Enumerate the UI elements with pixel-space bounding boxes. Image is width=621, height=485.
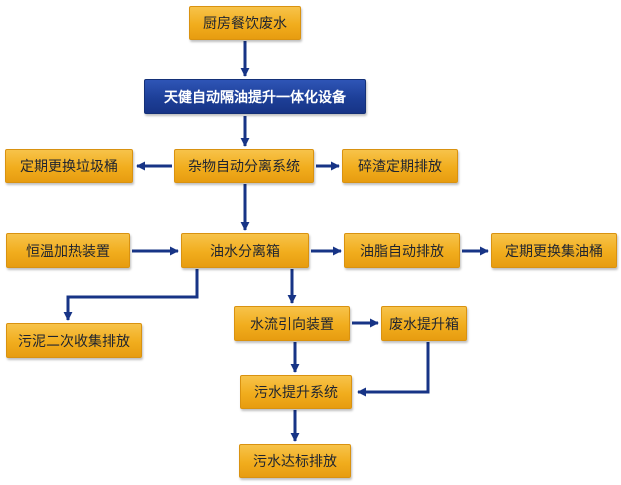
sundries-separation-node: 杂物自动分离系统 bbox=[174, 149, 314, 183]
wastewater-lift-tank-node: 废水提升箱 bbox=[381, 306, 467, 341]
periodic-bin-change-node: 定期更换垃圾桶 bbox=[5, 149, 133, 183]
sludge-discharge-node: 污泥二次收集排放 bbox=[6, 323, 142, 358]
grease-discharge-node: 油脂自动排放 bbox=[344, 233, 460, 268]
thermostatic-heating-node: 恒温加热装置 bbox=[6, 233, 130, 268]
residue-discharge-node: 碎渣定期排放 bbox=[342, 149, 458, 183]
integrated-equipment-node: 天健自动隔油提升一体化设备 bbox=[144, 79, 366, 114]
periodic-oil-bucket-node: 定期更换集油桶 bbox=[491, 233, 617, 268]
kitchen-wastewater-node: 厨房餐饮废水 bbox=[189, 6, 301, 40]
arrow-lift-tank-to-sewage-lift bbox=[357, 342, 430, 397]
oil-water-tank-node: 油水分离箱 bbox=[181, 233, 309, 268]
compliant-discharge-node: 污水达标排放 bbox=[239, 444, 351, 478]
arrow-tank-to-sludge bbox=[63, 269, 199, 321]
sewage-lift-system-node: 污水提升系统 bbox=[240, 375, 352, 409]
flow-guide-node: 水流引向装置 bbox=[234, 306, 350, 341]
